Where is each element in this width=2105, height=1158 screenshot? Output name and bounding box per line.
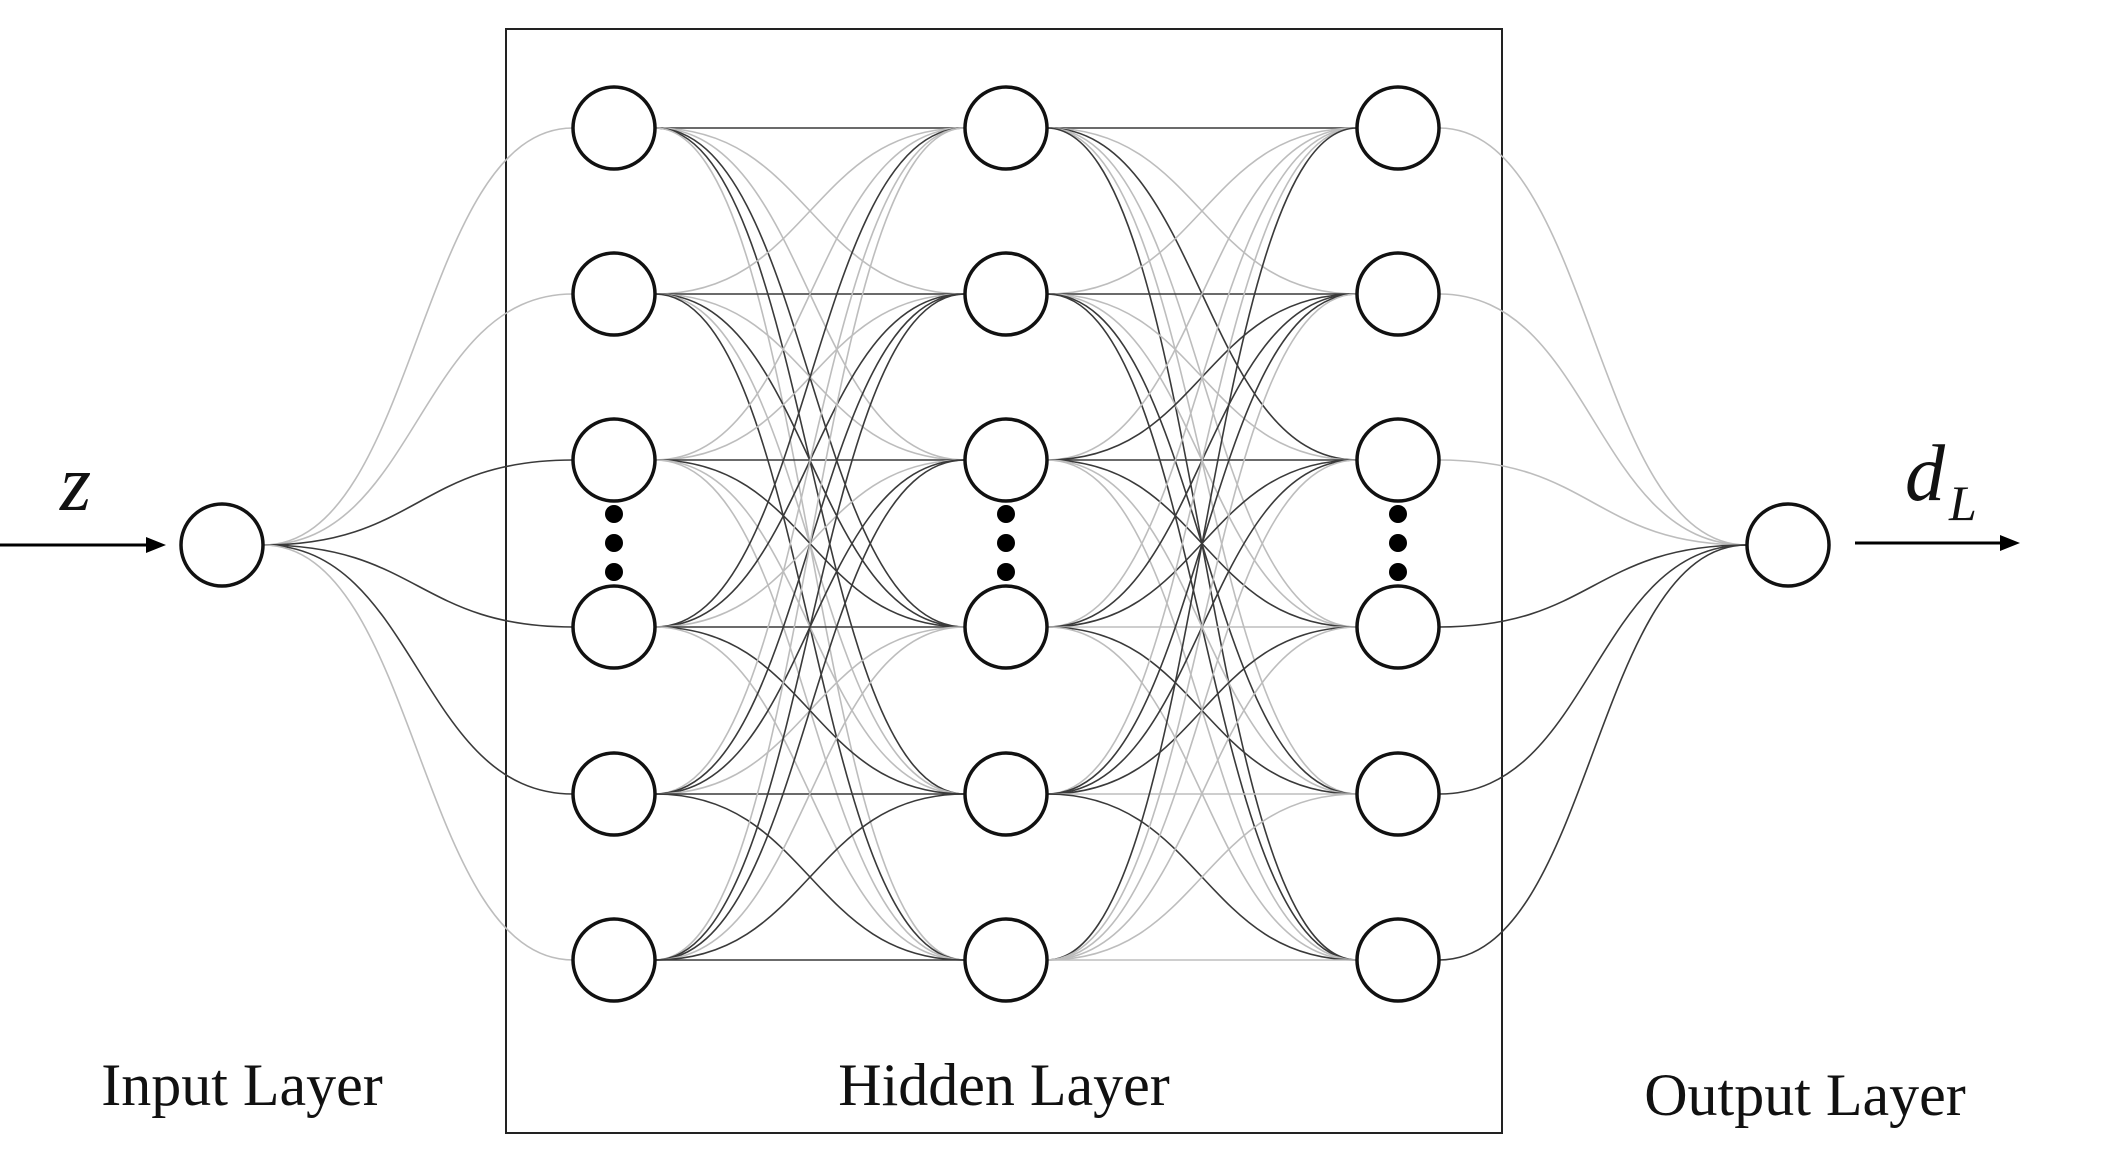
connection-edge (1438, 127, 1748, 546)
input-node (179, 502, 265, 588)
hidden3-node (1355, 584, 1441, 670)
output-variable: d L (1905, 430, 1977, 531)
hidden1-node (571, 917, 657, 1003)
input-variable-z: z (59, 440, 91, 528)
connection-edge (1046, 127, 1358, 295)
connection-edge (654, 127, 966, 628)
hidden2-node (963, 85, 1049, 171)
hidden3-node (1355, 85, 1441, 171)
hidden3-node (1355, 251, 1441, 337)
connection-edge (1046, 127, 1358, 461)
ellipsis-dot (1389, 534, 1407, 552)
ellipsis-dot (997, 563, 1015, 581)
hidden3-node (1355, 751, 1441, 837)
input-layer-label: Input Layer (101, 1052, 383, 1118)
hidden1-node (571, 85, 657, 171)
hidden2-node (963, 751, 1049, 837)
ellipsis-dot (997, 505, 1015, 523)
ellipsis-dot (605, 563, 623, 581)
hidden3-node (1355, 417, 1441, 503)
connection-edge (1438, 544, 1748, 795)
connection-edge (1438, 293, 1748, 546)
connection-edge (1046, 127, 1358, 795)
ellipsis-dot (1389, 563, 1407, 581)
connection-edge (1438, 459, 1748, 546)
hidden2-node (963, 584, 1049, 670)
hidden2-node (963, 917, 1049, 1003)
hidden2-node (963, 417, 1049, 503)
hidden1-node (571, 417, 657, 503)
hidden1-node (571, 251, 657, 337)
output-arrow (1855, 535, 2020, 551)
connection-edge (1046, 127, 1358, 961)
output-layer-label: Output Layer (1644, 1062, 1966, 1128)
connection-edge (1046, 459, 1358, 961)
connection-edge (654, 626, 966, 961)
connection-edge (262, 293, 574, 546)
connection-edge (1046, 127, 1358, 628)
ellipsis-dot (1389, 505, 1407, 523)
connection-edge (654, 293, 966, 961)
output-variable-subscript: L (1948, 475, 1977, 531)
ellipsis-dot (605, 505, 623, 523)
connection-edge (262, 544, 574, 628)
input-arrow (0, 537, 166, 553)
hidden1-node (571, 584, 657, 670)
connection-edge (262, 459, 574, 546)
connection-edge (654, 127, 966, 295)
connection-edge (262, 127, 574, 546)
ellipsis-dots (605, 505, 1407, 581)
output-variable-main: d (1905, 430, 1946, 518)
output-node (1745, 502, 1831, 588)
connection-edge (262, 544, 574, 961)
connection-edges (262, 127, 1748, 961)
hidden1-node (571, 751, 657, 837)
connection-edge (262, 544, 574, 795)
connection-edge (1046, 626, 1358, 961)
connection-edge (1438, 544, 1748, 961)
hidden2-node (963, 251, 1049, 337)
hidden3-node (1355, 917, 1441, 1003)
connection-edge (1438, 544, 1748, 628)
connection-edge (1046, 293, 1358, 961)
neuron-nodes (179, 85, 1831, 1003)
connection-edge (654, 127, 966, 795)
hidden-layer-label: Hidden Layer (838, 1052, 1170, 1118)
ellipsis-dot (605, 534, 623, 552)
connection-edge (654, 793, 966, 961)
connection-edge (1046, 793, 1358, 961)
ellipsis-dot (997, 534, 1015, 552)
connection-edge (654, 127, 966, 461)
connection-edge (654, 459, 966, 961)
connection-edge (654, 127, 966, 961)
hidden-layer-frame (505, 28, 1503, 1134)
